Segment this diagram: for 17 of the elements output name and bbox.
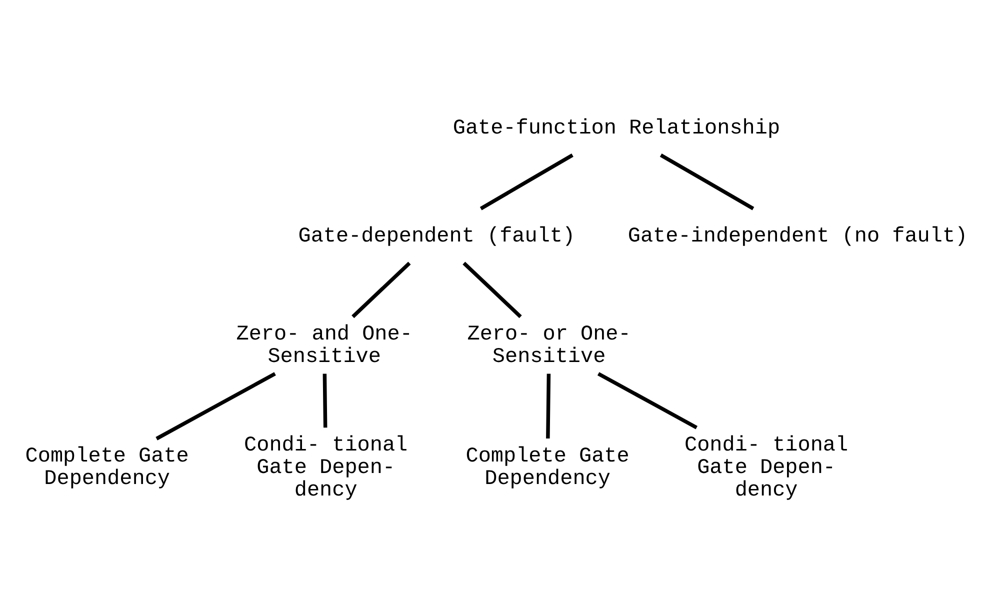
connector: [352, 262, 411, 318]
node-text: Condi- tional Gate Depen- dency: [244, 434, 408, 502]
node-text: Gate-independent (no fault): [628, 225, 968, 248]
node-text: Gate-dependent (fault): [298, 225, 576, 248]
connector: [597, 372, 698, 430]
node-text: Condi- tional Gate Depen- dency: [684, 434, 848, 502]
node-text: Complete Gate Dependency: [466, 446, 630, 492]
connector: [660, 153, 754, 210]
node-text: Complete Gate Dependency: [25, 446, 189, 492]
node-text: Gate-function Relationship: [452, 118, 780, 141]
connector: [156, 372, 276, 440]
node-text: Zero- and One- Sensitive: [236, 324, 412, 369]
node-text: Zero- or One- Sensitive: [467, 324, 631, 369]
connector: [462, 262, 522, 318]
connector: [322, 374, 328, 428]
connector: [546, 374, 551, 438]
connector: [480, 153, 574, 210]
